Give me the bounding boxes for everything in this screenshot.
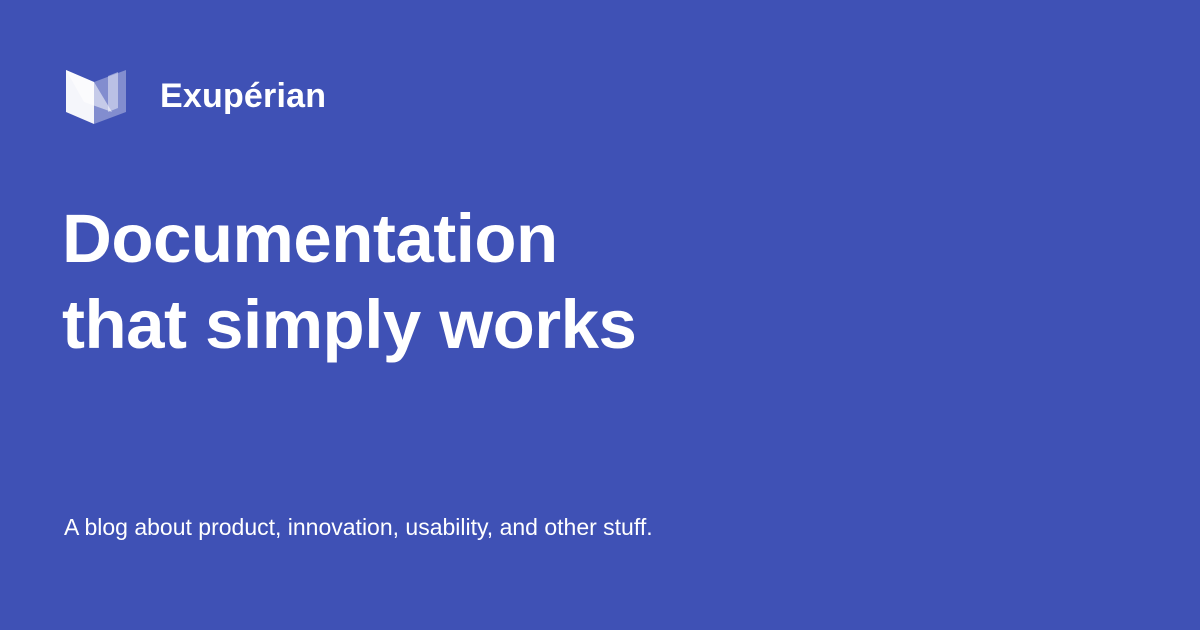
brand-name: Exupérian xyxy=(160,77,327,115)
tagline: A blog about product, innovation, usabil… xyxy=(64,514,653,540)
brand: Exupérian xyxy=(64,68,326,124)
headline: Documentation that simply works xyxy=(62,196,637,368)
headline-line-1: Documentation xyxy=(62,200,558,277)
material-logo-icon xyxy=(66,70,126,124)
headline-line-2: that simply works xyxy=(62,286,637,363)
